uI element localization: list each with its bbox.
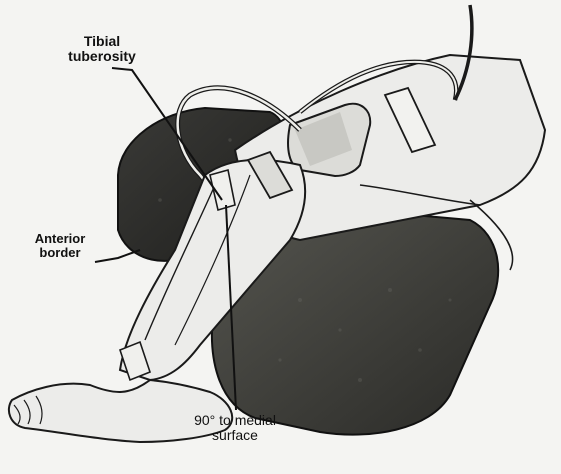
tibial-tuberosity-label: Tibial tuberosity (52, 34, 152, 63)
anterior-border-leader (95, 250, 140, 262)
tibial-line-2: tuberosity (52, 49, 152, 64)
anterior-line-2: border (20, 246, 100, 260)
anterior-border-label: Anterior border (20, 232, 100, 259)
anterior-line-1: Anterior (20, 232, 100, 246)
angle-line-1: 90° to medial (160, 413, 310, 428)
angle-note-label: 90° to medial surface (160, 413, 310, 442)
angle-line-2: surface (160, 428, 310, 443)
tibial-line-1: Tibial (52, 34, 152, 49)
